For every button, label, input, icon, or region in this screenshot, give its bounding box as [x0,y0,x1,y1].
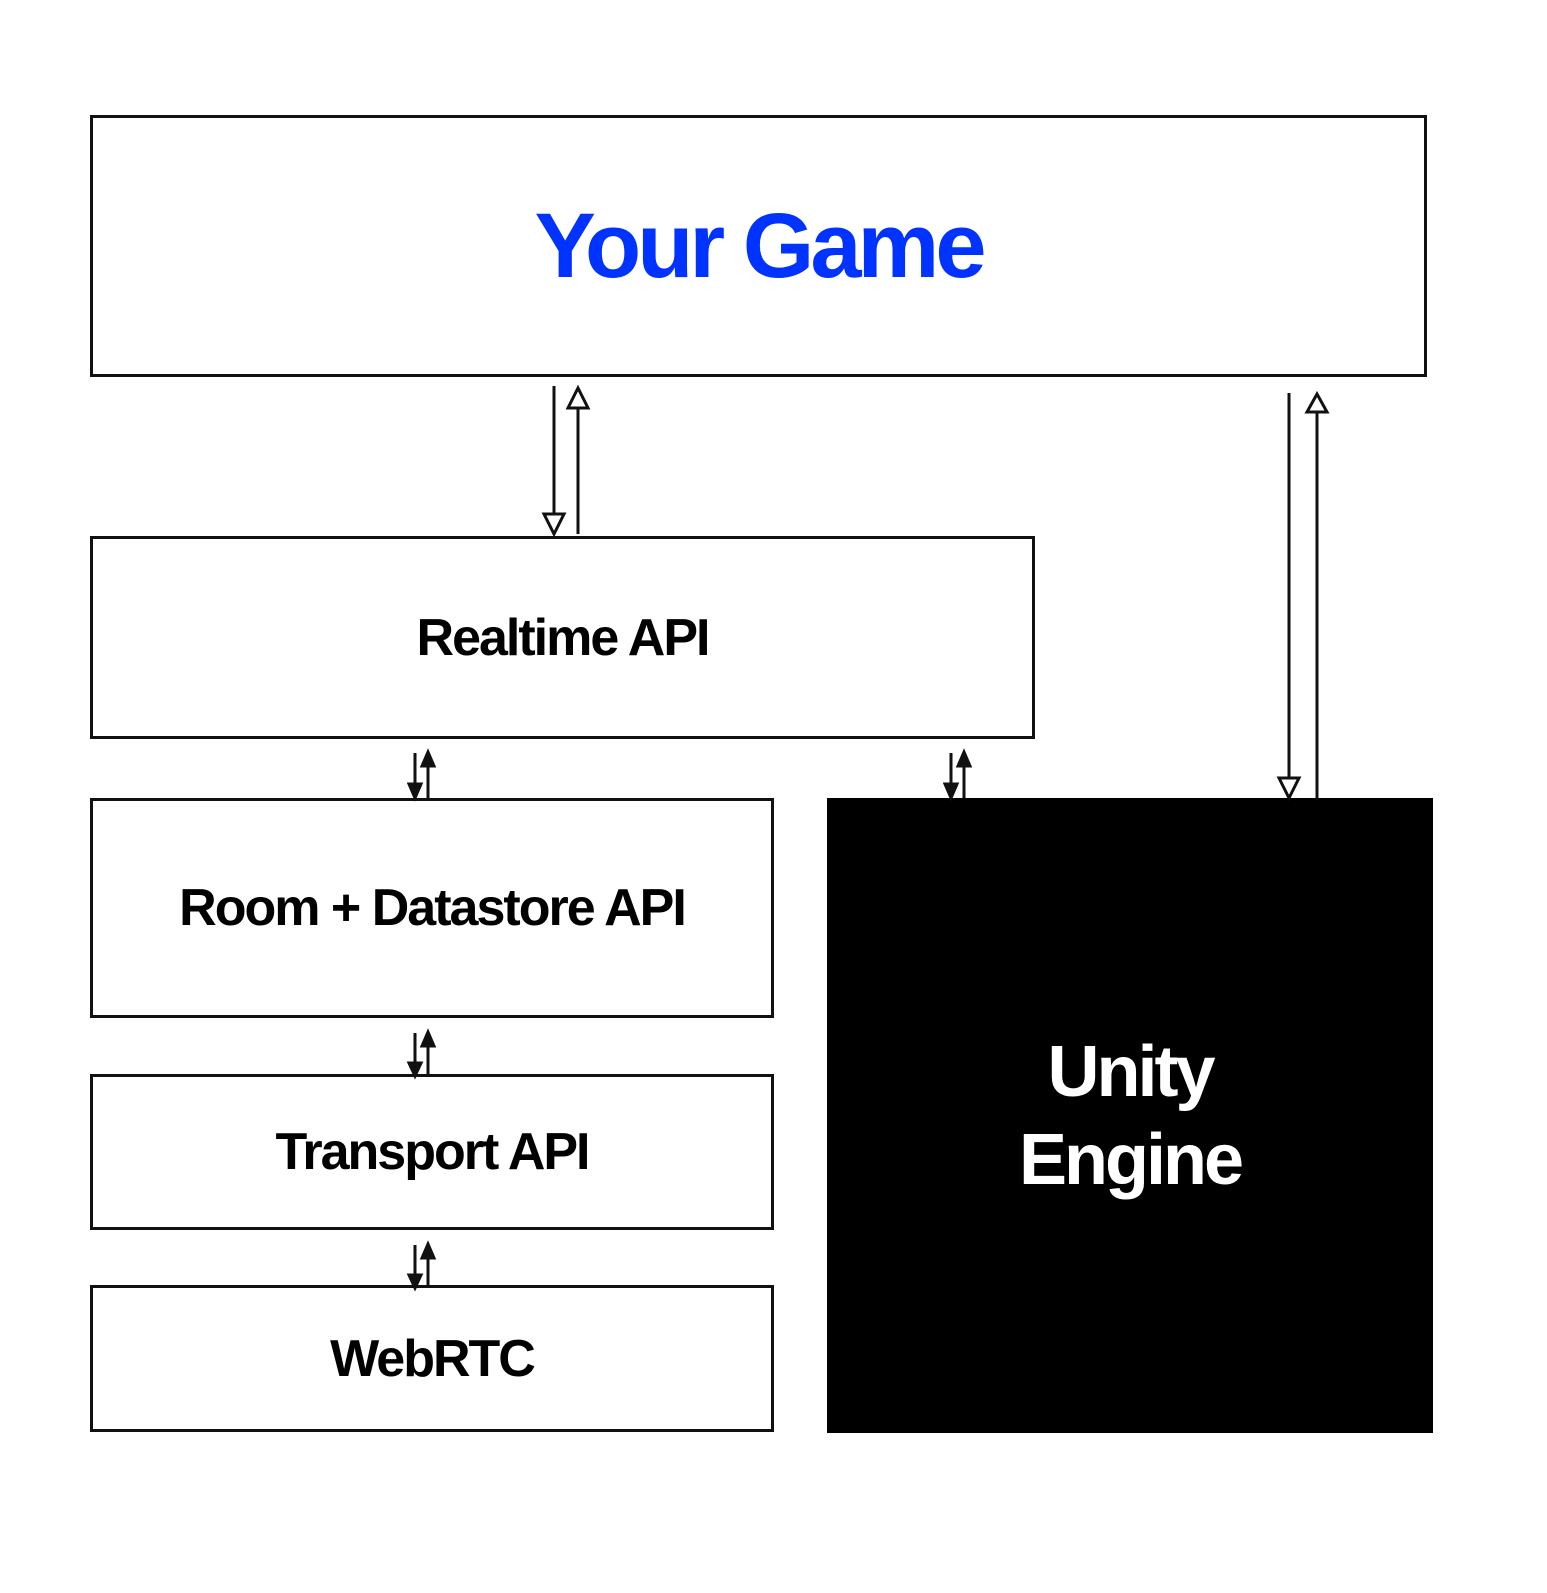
realtime-room-arrows [406,748,437,802]
unity-engine-label-line2: Engine [1018,1119,1244,1200]
room-transport-arrows [406,1028,437,1080]
game-unity-arrows [1276,390,1330,802]
realtime-unity-arrows [942,748,973,802]
webrtc-label: WebRTC [330,1329,536,1388]
unity-engine-label-line1: Unity [1047,1031,1216,1112]
realtime-api-box: Realtime API [90,536,1035,739]
transport-api-label: Transport API [275,1123,590,1181]
unity-engine-box: Unity Engine [827,798,1433,1433]
game-realtime-arrows [541,384,591,538]
webrtc-box: WebRTC [90,1285,774,1432]
your-game-box: Your Game [90,115,1427,377]
realtime-api-label: Realtime API [416,608,711,667]
transport-api-box: Transport API [90,1074,774,1230]
room-datastore-api-label: Room + Datastore API [179,879,687,937]
room-datastore-api-box: Room + Datastore API [90,798,774,1018]
your-game-label: Your Game [534,194,987,297]
transport-webrtc-arrows [406,1240,437,1292]
